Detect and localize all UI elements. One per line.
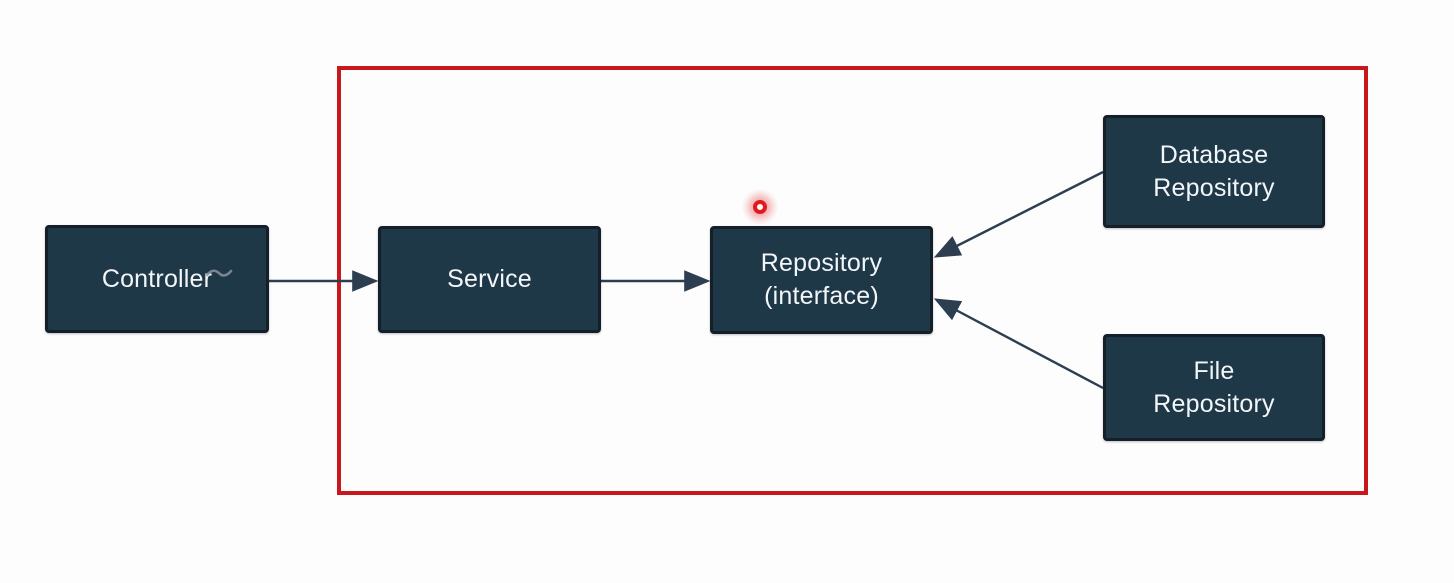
node-file-label-line1: File xyxy=(1193,356,1235,385)
node-database-label-line2: Repository xyxy=(1153,173,1275,202)
node-service: Service xyxy=(378,226,601,333)
node-file-repository: File Repository xyxy=(1103,334,1325,441)
node-file-label-line2: Repository xyxy=(1153,389,1275,418)
node-controller: Controller xyxy=(45,225,269,333)
node-repository-label-line2: (interface) xyxy=(764,282,879,310)
node-database-repository: Database Repository xyxy=(1103,115,1325,228)
node-service-label: Service xyxy=(447,265,532,293)
node-database-label-line1: Database xyxy=(1159,140,1269,169)
laser-pointer-dot-icon xyxy=(753,200,767,214)
cursor-artifact-icon xyxy=(205,269,233,277)
node-repository-interface: Repository (interface) xyxy=(710,226,933,334)
node-repository-label-line1: Repository xyxy=(760,249,883,277)
node-controller-label: Controller xyxy=(101,264,213,293)
